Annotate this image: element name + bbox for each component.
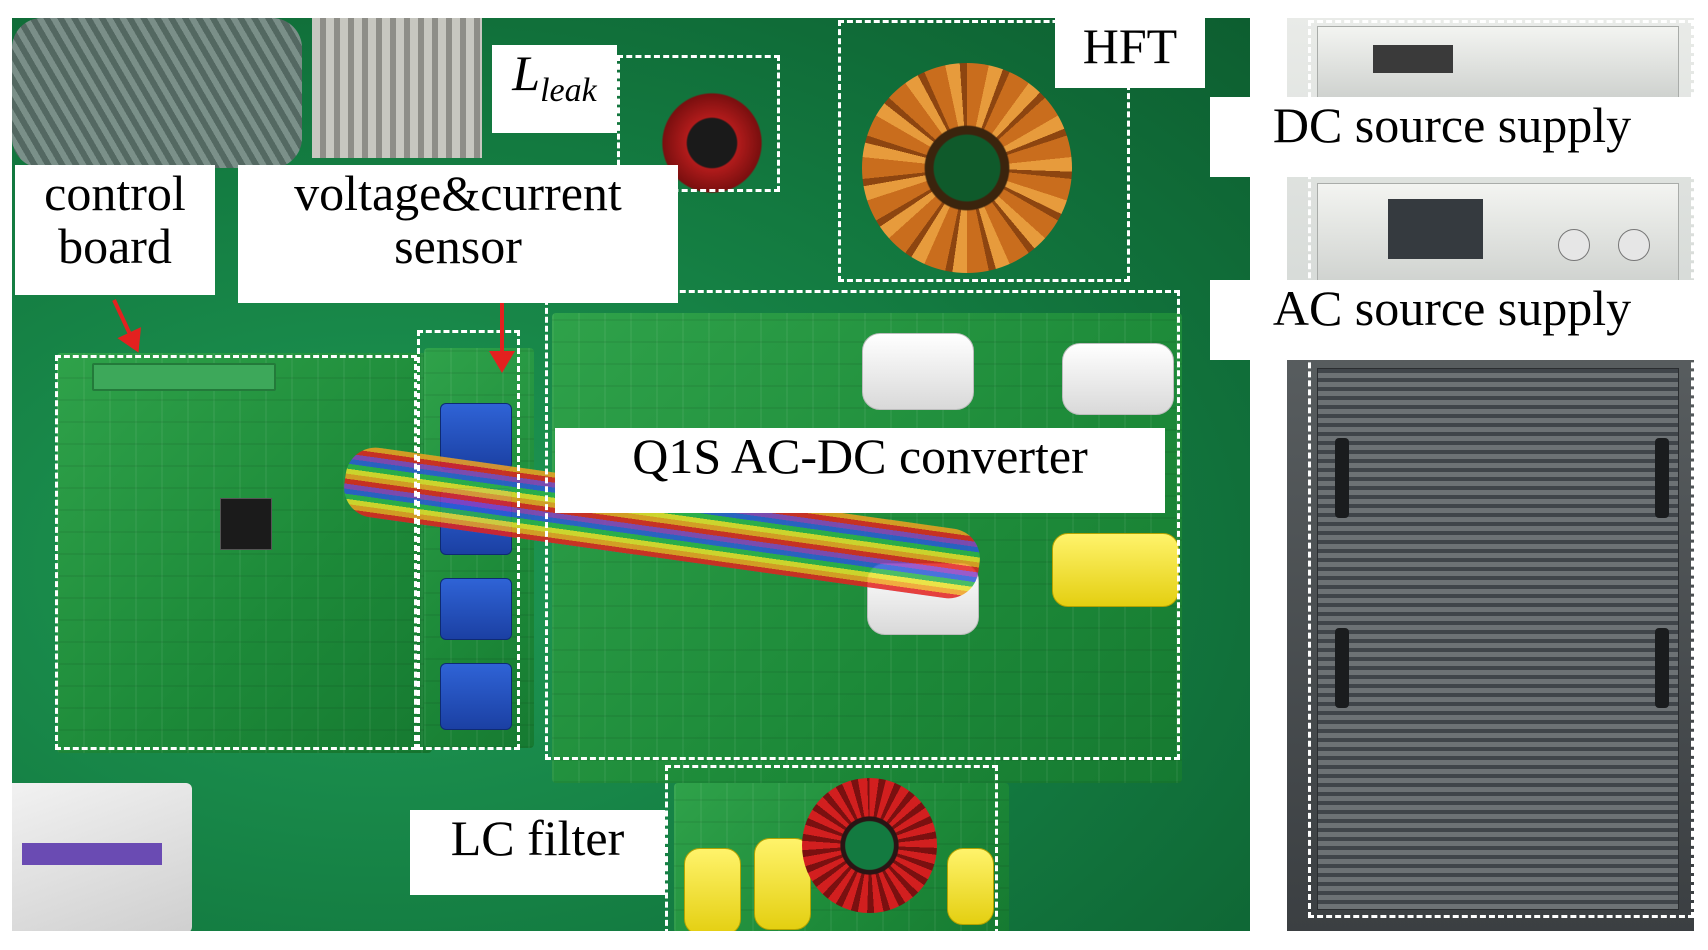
filter-inductor	[802, 778, 937, 913]
ac-supply-grille	[1317, 368, 1679, 910]
converter-capacitor-4	[1052, 533, 1179, 607]
sensor-3	[440, 578, 512, 640]
control-board-pcb	[57, 353, 432, 753]
ac-supply-label: AC source supply	[1210, 280, 1694, 360]
converter-capacitor-2	[1062, 343, 1174, 415]
sensor-outline	[417, 330, 520, 750]
ac-supply-front-panel	[1317, 183, 1679, 285]
sensor-4	[440, 663, 512, 730]
converter-capacitor-1	[862, 333, 974, 410]
power-module	[312, 18, 482, 158]
converter-outline	[545, 290, 1180, 760]
dc-supply-label: DC source supply	[1210, 97, 1694, 177]
lc-filter-label: LC filter	[410, 810, 665, 895]
rack-handle-right-1	[1655, 438, 1669, 518]
dsp-chip	[220, 498, 272, 550]
filter-capacitor-1	[684, 848, 741, 931]
lleak-outline	[617, 55, 780, 192]
control-board-outline	[55, 355, 417, 750]
lc-filter-outline	[665, 765, 998, 935]
lleak-label: Lleak	[492, 45, 617, 133]
converter-label: Q1S AC-DC converter	[555, 428, 1165, 513]
control-board-label: control board	[15, 165, 215, 295]
gray-cable-bundle	[12, 18, 302, 168]
high-frequency-transformer	[862, 63, 1072, 273]
dc-supply-unit	[1317, 26, 1679, 98]
control-board-connector	[92, 363, 276, 391]
sensor-1	[440, 403, 512, 470]
usb-debugger	[12, 783, 192, 931]
rack-handle-left-2	[1335, 628, 1349, 708]
hft-outline	[838, 20, 1130, 282]
filter-capacitor-2	[754, 838, 811, 930]
hft-label: HFT	[1055, 18, 1205, 88]
sensor-label: voltage&current sensor	[238, 165, 678, 303]
rack-handle-left-1	[1335, 438, 1349, 518]
sensor-arrow	[489, 300, 515, 373]
rack-handle-right-2	[1655, 628, 1669, 708]
lleak-subscript: leak	[540, 72, 597, 109]
filter-capacitor-3	[947, 848, 994, 925]
lleak-main: L	[512, 45, 541, 101]
supply-rack-outline	[1308, 20, 1694, 918]
